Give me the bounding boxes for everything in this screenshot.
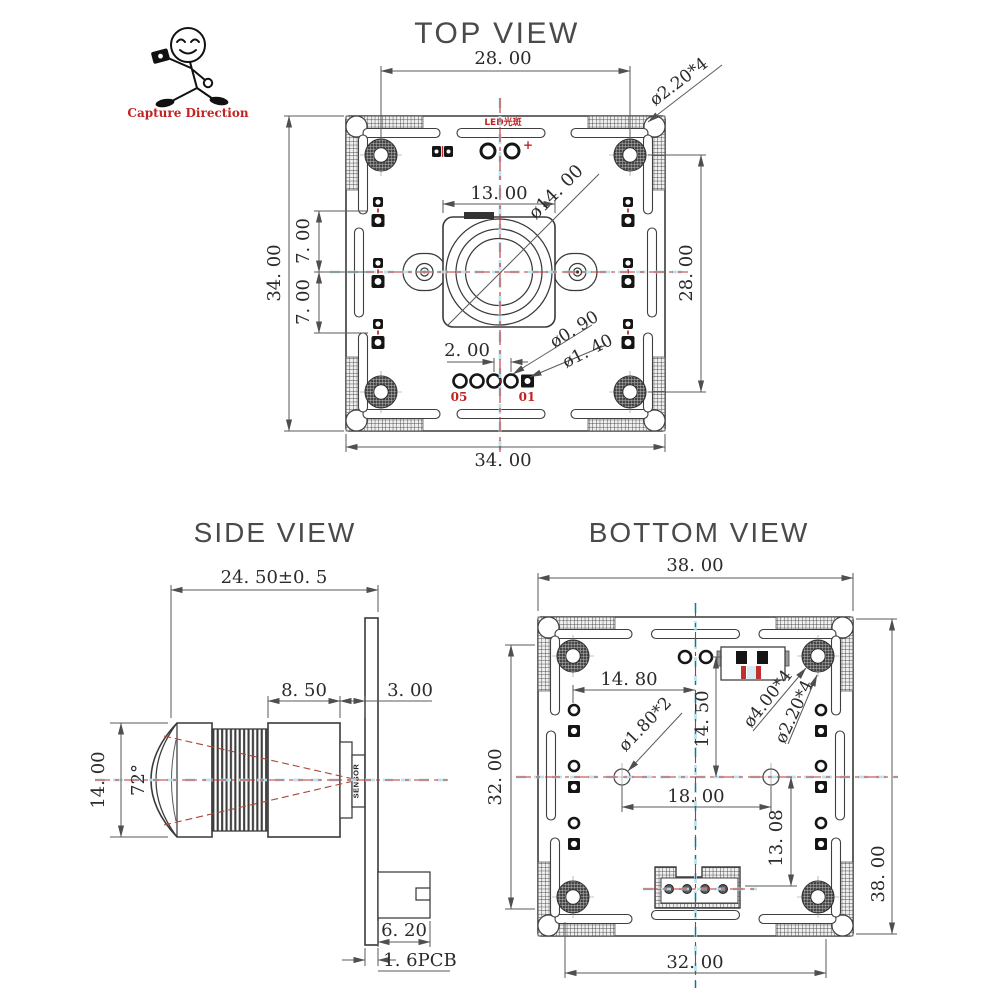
logo-caption: Capture Direction (127, 106, 248, 120)
fov-angle-label: 72° (128, 764, 149, 796)
led-pads-left (371, 197, 385, 349)
dim-board-width: 34. 00 (474, 450, 531, 471)
logo-head (170, 27, 206, 63)
routing-slot-right (834, 730, 846, 821)
dim-hole-pitch: 18. 00 (667, 786, 724, 807)
dim-hole-offset-x: 14. 80 (600, 669, 657, 690)
dim-lens-dia-side: 14. 00 (88, 751, 109, 808)
dim-mount-gap: 3. 00 (387, 680, 433, 701)
top-view: TOP VIEW (264, 17, 723, 471)
led-sense-pads-top: LED光斑 + (432, 116, 533, 160)
bottom-view-centerlines (516, 603, 898, 988)
side-view: SIDE VIEW SENSOR 24. 50±0. 5 8. 50 (88, 517, 457, 972)
side-view-dimensions: 24. 50±0. 5 8. 50 3. 00 14. 00 72° 6. 20… (88, 567, 457, 972)
dim-led-lower: 7. 00 (293, 279, 314, 325)
pin-pad-row: 05 01 (451, 373, 536, 404)
pin-label-05: 05 (451, 390, 468, 404)
dim-width-top: 38. 00 (666, 555, 723, 576)
led-label: LED光斑 (484, 116, 521, 128)
dim-height-left: 32. 00 (485, 748, 506, 805)
top-view-centerlines (330, 98, 688, 452)
dim-pad-pitch: 2. 00 (444, 340, 490, 361)
dim-connector: 6. 20 (381, 920, 427, 941)
dim-led-upper: 7. 00 (293, 218, 314, 264)
dim-connector-offset: 13. 08 (766, 809, 787, 866)
callout-corner-hole: ø2.20*4 (646, 54, 712, 111)
dim-pcb-thickness: 1. 6PCB (383, 950, 456, 971)
top-view-title: TOP VIEW (414, 17, 580, 50)
bottom-view-title: BOTTOM VIEW (589, 517, 810, 548)
dim-width-bottom: 32. 00 (666, 952, 723, 973)
side-view-lens-module: SENSOR (95, 617, 448, 946)
side-view-title: SIDE VIEW (194, 517, 357, 548)
solder-pad (479, 142, 497, 160)
dim-hole-offset-y: 14. 50 (692, 690, 713, 747)
holder-boss (464, 212, 494, 219)
camera-icon (151, 48, 170, 64)
pads-left-column (567, 703, 581, 850)
pads-right-column (814, 703, 828, 850)
solder-pad (503, 142, 521, 160)
dim-barrel: 8. 50 (281, 680, 327, 701)
dim-top-width: 28. 00 (474, 48, 531, 69)
solder-pad (677, 649, 693, 665)
top-view-board: LED光斑 + (330, 98, 688, 452)
smd-connector (716, 646, 790, 681)
dim-hole-span-right: 28. 00 (676, 244, 697, 301)
dim-lens-square: 13. 00 (470, 183, 527, 204)
bottom-view: BOTTOM VIEW (485, 517, 898, 988)
pin-label-01: 01 (519, 390, 536, 404)
dim-height-right: 38. 00 (868, 845, 889, 902)
pcb-side-profile (364, 617, 379, 946)
dim-total-length: 24. 50±0. 5 (221, 567, 328, 588)
routing-slot-left (545, 730, 557, 821)
pin-header-connector (654, 866, 741, 909)
solder-pad (698, 649, 714, 665)
connector-side-profile (377, 871, 431, 919)
capture-direction-logo: Capture Direction (127, 27, 249, 120)
fov-rays (163, 735, 359, 826)
plus-mark: + (523, 138, 533, 152)
led-pads-right (621, 197, 635, 349)
logo-foot-right (209, 96, 229, 106)
logo-foot-left (155, 98, 175, 108)
dim-board-height: 34. 00 (264, 244, 285, 301)
